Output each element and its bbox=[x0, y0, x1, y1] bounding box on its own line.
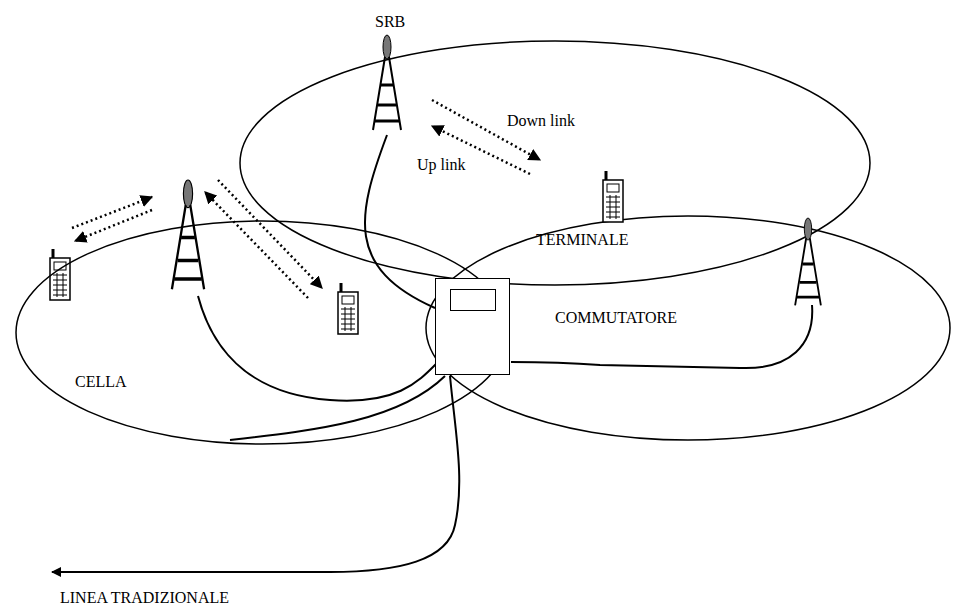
terminal: TERMINALE bbox=[530, 160, 660, 252]
node-label: TERMINALE bbox=[536, 230, 628, 250]
phone-symbol bbox=[603, 171, 623, 222]
link-label: Down link bbox=[505, 112, 577, 130]
switch-box: COMMUTATORE bbox=[435, 278, 770, 376]
cell-outline bbox=[426, 216, 950, 440]
node-label: SRB bbox=[375, 12, 405, 32]
switch-housing bbox=[435, 278, 510, 375]
line-label: LINEA TRADIZIONALE bbox=[60, 588, 229, 608]
radio-link bbox=[432, 100, 540, 160]
tower-symbol bbox=[172, 180, 204, 289]
node-label: COMMUTATORE bbox=[555, 308, 677, 328]
cell-outline bbox=[240, 41, 870, 285]
cable-wires bbox=[52, 296, 812, 572]
tower-symbol bbox=[373, 35, 401, 130]
switch-screen bbox=[450, 289, 496, 311]
node-label: CELLA bbox=[75, 372, 127, 392]
phone-symbol bbox=[338, 283, 358, 334]
base-station: SRB bbox=[355, 8, 432, 135]
link-label: Up link bbox=[415, 156, 467, 174]
radio-link-arrows bbox=[72, 180, 322, 298]
tower-symbol bbox=[795, 218, 821, 305]
